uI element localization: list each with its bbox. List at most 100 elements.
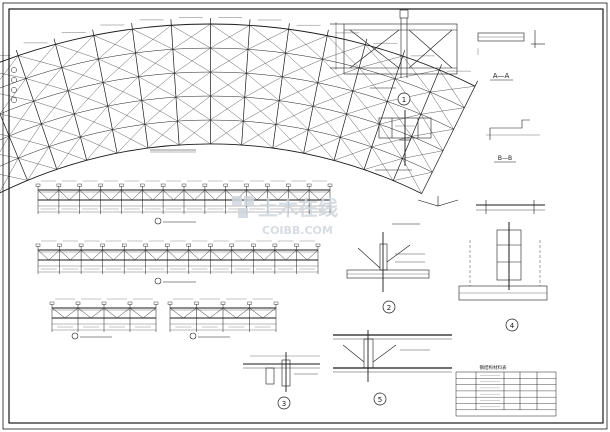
roof-bracing	[56, 136, 81, 170]
detail-1-marker	[397, 92, 411, 106]
roof-bracing	[138, 76, 177, 98]
truss-diagonal	[48, 249, 60, 261]
roof-bracing	[61, 35, 94, 68]
roof-bracing	[279, 82, 318, 101]
truss-diagonal	[152, 189, 164, 201]
truss-diagonal	[209, 307, 224, 319]
detail-5-marker	[373, 392, 387, 406]
roof-bracing	[247, 49, 283, 77]
roof-bracing	[175, 71, 211, 98]
material-table	[455, 371, 557, 417]
detail-1-drawing	[330, 9, 458, 78]
truss-elevation-3	[49, 298, 159, 332]
detail-4-drawing	[458, 222, 548, 301]
purlin-detail	[392, 196, 459, 225]
truss-diagonal	[91, 249, 103, 261]
roof-bracing	[379, 114, 421, 125]
truss-diagonal	[274, 249, 286, 261]
purlin-mark	[208, 243, 213, 247]
truss-diagonal	[145, 249, 157, 261]
roof-arc	[0, 71, 454, 130]
roof-bracing	[116, 124, 146, 154]
roof-bracing	[141, 73, 175, 101]
truss-diagonal	[113, 249, 125, 261]
truss-diagonal	[59, 249, 71, 261]
roof-bracing	[210, 119, 242, 146]
roof-bracing	[312, 90, 353, 107]
section-a-a-title: A—A	[493, 72, 510, 80]
truss-diagonal	[177, 249, 189, 261]
watermark-logo	[232, 196, 254, 218]
truss-diagonal	[37, 189, 49, 201]
roof-bracing	[317, 82, 347, 115]
roof-bracing	[135, 25, 172, 54]
purlin-mark	[57, 243, 62, 247]
roof-bracing	[243, 120, 273, 149]
roof-bracing	[246, 73, 280, 101]
roof-bracing	[8, 101, 34, 137]
roof-bracing	[0, 174, 28, 181]
roof-bracing	[340, 137, 365, 170]
truss-diagonal	[256, 189, 268, 201]
roof-bracing	[172, 23, 211, 50]
roof-bracing	[0, 73, 26, 79]
truss-diagonal	[110, 189, 122, 201]
grid-bubble	[11, 67, 17, 73]
roof-bracing	[67, 90, 108, 107]
truss-diagonal	[285, 249, 297, 261]
purlin-mark	[77, 183, 82, 187]
roof-radial-line	[131, 23, 149, 149]
detail-1-marker-label: 1	[402, 96, 406, 104]
purlin-mark	[119, 183, 124, 187]
purlin-mark	[247, 301, 252, 305]
roof-bracing	[174, 73, 211, 97]
roof-bracing	[272, 129, 309, 149]
truss-diagonal	[162, 189, 174, 201]
purlin-mark	[164, 243, 170, 247]
purlin-mark	[56, 183, 62, 187]
roof-bracing	[48, 113, 75, 147]
truss-diagonal	[308, 189, 320, 201]
roof-bracing	[175, 96, 211, 121]
purlin-mark	[101, 301, 107, 305]
roof-bracing	[0, 154, 19, 159]
truss-diagonal	[121, 189, 133, 201]
roof-bracing	[275, 106, 314, 125]
roof-bracing	[322, 59, 353, 92]
purlin-mark	[223, 183, 228, 187]
roof-bracing	[411, 129, 454, 137]
truss-elevation-1	[35, 180, 333, 214]
purlin-mark	[49, 301, 55, 305]
roof-bracing	[0, 134, 10, 137]
truss-diagonal	[277, 189, 289, 201]
roof-bracing	[285, 35, 328, 54]
roof-bracing	[141, 100, 178, 122]
truss-diagonal	[89, 189, 101, 201]
roof-bracing	[102, 52, 136, 83]
detail-4-marker	[505, 318, 519, 332]
roof-bracing	[278, 100, 309, 130]
truss-diagonal	[69, 189, 80, 201]
truss-diagonal	[134, 249, 146, 261]
roof-bracing	[359, 55, 403, 68]
truss-diagonal	[100, 189, 112, 201]
truss-diagonal	[196, 307, 210, 319]
roof-bracing	[365, 44, 396, 79]
truss-diagonal	[246, 189, 258, 201]
purlin-mark	[194, 301, 199, 305]
section-b-b-title: B—B	[498, 155, 512, 162]
roof-bracing	[177, 120, 211, 145]
roof-bracing	[379, 124, 403, 159]
roof-bracing	[0, 55, 19, 80]
roof-bracing	[393, 172, 433, 181]
sheet-inner-border	[8, 8, 604, 424]
truss-diagonal	[102, 249, 114, 261]
roof-bracing	[132, 28, 173, 50]
roof-arc	[0, 119, 433, 173]
roof-radial-line	[421, 80, 479, 194]
roof-bracing	[371, 146, 394, 181]
purlin-mark	[251, 243, 256, 247]
roof-bracing	[288, 29, 323, 60]
truss-diagonal	[173, 189, 185, 201]
